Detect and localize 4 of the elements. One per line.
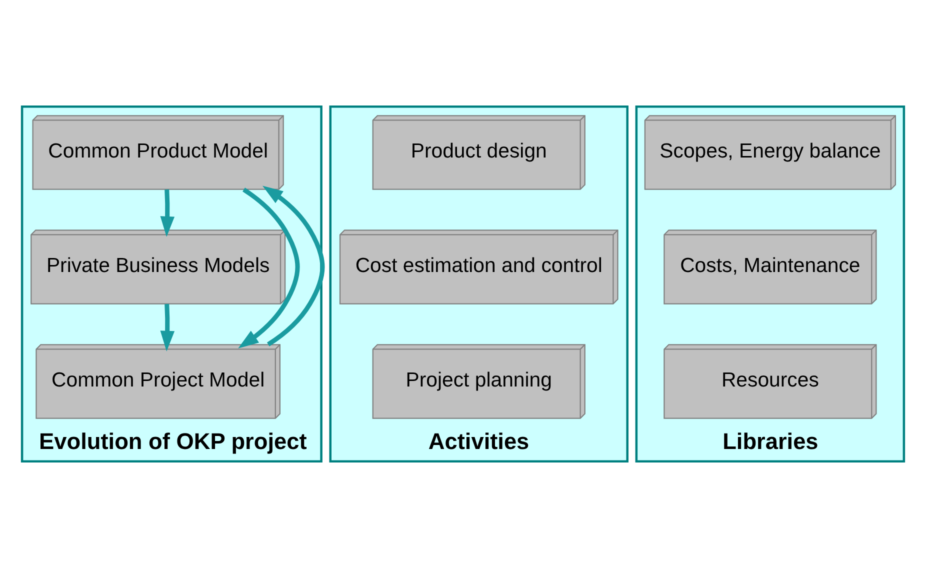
arrow (160, 303, 175, 351)
arrow (238, 187, 300, 348)
arrow (160, 188, 175, 236)
arrow (262, 185, 325, 346)
